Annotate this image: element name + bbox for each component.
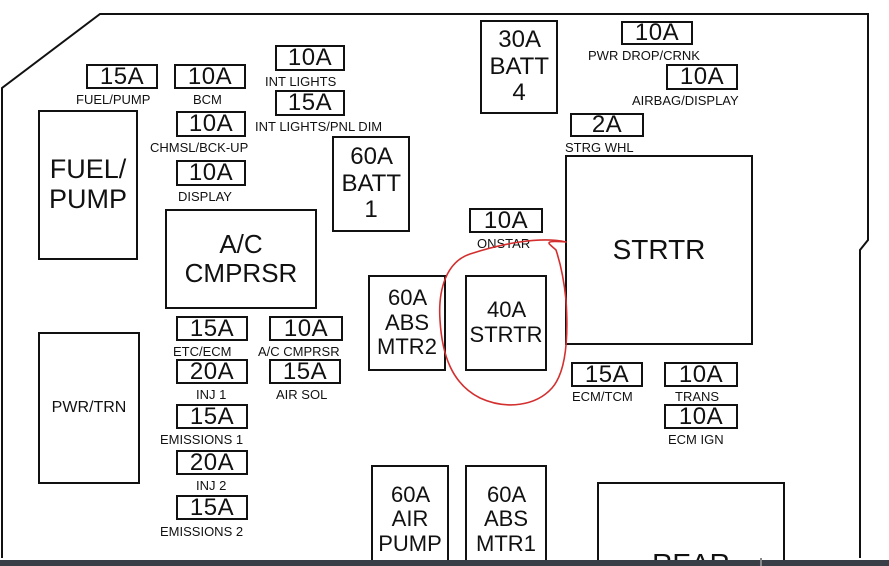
fuse-label-air-sol: AIR SOL <box>276 387 328 402</box>
fuse-label-chmsl: CHMSL/BCK-UP <box>150 140 249 155</box>
fuse-label-airbag: AIRBAG/DISPLAY <box>632 93 739 108</box>
fuse-ac-cmprsr: 10A <box>269 316 343 341</box>
fuse-onstar: 10A <box>469 208 543 233</box>
relay-batt1: 60A BATT 1 <box>332 136 410 232</box>
relay-strtr-line2: STRTR <box>469 322 543 347</box>
ac-block-line2: CMPRSR <box>184 258 298 288</box>
relay-batt4: 30A BATT 4 <box>480 20 558 114</box>
pwr-trn-label: PWR/TRN <box>51 399 127 416</box>
relay-batt1-line1: 60A <box>350 143 392 171</box>
fuse-label-emissions1: EMISSIONS 1 <box>160 432 244 447</box>
fuse-fuel-pump: 15A <box>86 64 158 89</box>
fuse-rating: 10A <box>678 360 724 388</box>
fuse-rating: 10A <box>283 314 329 342</box>
fuse-label-ecm-ign: ECM IGN <box>668 432 724 447</box>
relay-strtr-line1: 40A <box>487 297 525 323</box>
pwr-trn-relay-block: PWR/TRN <box>38 332 140 484</box>
relay-batt4-line1: 30A <box>498 26 540 54</box>
relay-abs-mtr1-line2: ABS <box>483 506 529 532</box>
fuse-chmsl: 10A <box>176 111 246 137</box>
relay-batt4-line3: 4 <box>512 79 526 107</box>
relay-abs-mtr1-line3: MTR1 <box>476 530 536 556</box>
fuse-rating: 20A <box>189 357 235 385</box>
fuse-rating: 10A <box>679 63 725 90</box>
fuse-rating: 10A <box>634 19 680 46</box>
fuse-label-emissions2: EMISSIONS 2 <box>160 524 244 539</box>
fuse-label-ac-cmprsr: A/C CMPRSR <box>258 344 340 359</box>
fuse-label-inj2: INJ 2 <box>196 478 227 493</box>
fuse-label-int-lights: INT LIGHTS <box>265 74 337 89</box>
fuse-label-ecm-tcm: ECM/TCM <box>572 389 633 404</box>
fuse-label-fuel-pump: FUEL/PUMP <box>76 92 151 107</box>
relay-air-pump-line2: AIR <box>391 506 429 532</box>
fuse-label-trans: TRANS <box>675 389 720 404</box>
fuse-emissions2: 15A <box>176 495 248 520</box>
fuse-rating: 15A <box>99 62 145 90</box>
fuel-pump-relay-block: FUEL/ PUMP <box>38 110 138 260</box>
fuse-bcm: 10A <box>174 64 246 89</box>
fuse-rating: 15A <box>282 357 328 385</box>
fuse-inj2: 20A <box>176 450 248 475</box>
fuse-int-lights: 10A <box>275 45 345 71</box>
fuse-label-pwr-drop: PWR DROP/CRNK <box>588 48 700 63</box>
fuse-rating: 10A <box>187 62 233 90</box>
fuse-label-bcm: BCM <box>193 92 222 107</box>
fuse-rating: 10A <box>678 402 724 430</box>
fuse-rating: 20A <box>189 448 235 476</box>
bottom-edge-divider <box>760 558 762 566</box>
relay-strtr-40a: 40A STRTR <box>465 275 547 371</box>
fuse-label-int-lights-pnl-dim: INT LIGHTS/PNL DIM <box>255 119 383 134</box>
relay-abs-mtr2-line1: 60A <box>388 285 426 311</box>
relay-batt4-line2: BATT <box>489 52 549 80</box>
fuse-label-strg-whl: STRG WHL <box>565 140 634 155</box>
relay-batt1-line3: 1 <box>364 196 378 224</box>
relay-abs-mtr1-line1: 60A <box>487 481 525 507</box>
relay-abs-mtr1: 60A ABS MTR1 <box>465 465 547 566</box>
fuse-rating: 10A <box>188 110 234 137</box>
fuse-rating: 15A <box>189 314 235 342</box>
fuse-airbag: 10A <box>666 64 738 90</box>
fuse-emissions1: 15A <box>176 404 248 429</box>
fuse-int-lights-pnl-dim: 15A <box>275 90 345 116</box>
fuse-label-onstar: ONSTAR <box>477 236 531 251</box>
fuse-label-etc-ecm: ETC/ECM <box>173 344 232 359</box>
strtr-relay-block: STRTR <box>565 155 753 345</box>
fuse-strg-whl: 2A <box>570 113 644 137</box>
fuse-rating: 10A <box>188 159 234 186</box>
fuse-air-sol: 15A <box>269 359 341 384</box>
fuse-trans: 10A <box>664 362 738 387</box>
relay-batt1-line2: BATT <box>341 169 401 197</box>
fuse-display: 10A <box>176 160 246 186</box>
relay-air-pump-line3: PUMP <box>378 530 442 556</box>
bottom-edge-bar <box>0 560 889 566</box>
fuse-rating: 10A <box>483 206 529 234</box>
fuse-rating: 15A <box>287 89 333 116</box>
relay-air-pump: 60A AIR PUMP <box>371 465 449 566</box>
fuse-inj1: 20A <box>176 359 248 384</box>
fuse-label-inj1: INJ 1 <box>196 387 227 402</box>
relay-air-pump-line1: 60A <box>391 481 429 507</box>
fuse-rating: 10A <box>287 44 333 71</box>
fuse-rating: 15A <box>584 360 630 388</box>
fuel-pump-block-line2: PUMP <box>48 184 127 214</box>
ac-cmprsr-relay-block: A/C CMPRSR <box>165 209 317 309</box>
fuse-ecm-ign: 10A <box>664 404 738 429</box>
ac-block-line1: A/C <box>219 229 263 260</box>
fuse-rating: 15A <box>189 493 235 521</box>
fuse-rating: 15A <box>189 402 235 430</box>
fuse-label-display: DISPLAY <box>178 189 232 204</box>
relay-abs-mtr2-line3: MTR2 <box>377 334 437 360</box>
rear-relay-block: REAR <box>597 482 785 566</box>
strtr-block-label: STRTR <box>612 234 706 265</box>
fuse-ecm-tcm: 15A <box>571 362 643 387</box>
fuse-pwr-drop: 10A <box>621 21 693 45</box>
relay-abs-mtr2: 60A ABS MTR2 <box>368 275 446 371</box>
fuse-etc-ecm: 15A <box>176 316 248 341</box>
fuel-pump-block-line1: FUEL/ <box>49 154 127 185</box>
fuse-rating: 2A <box>591 111 623 138</box>
relay-abs-mtr2-line2: ABS <box>384 309 430 335</box>
